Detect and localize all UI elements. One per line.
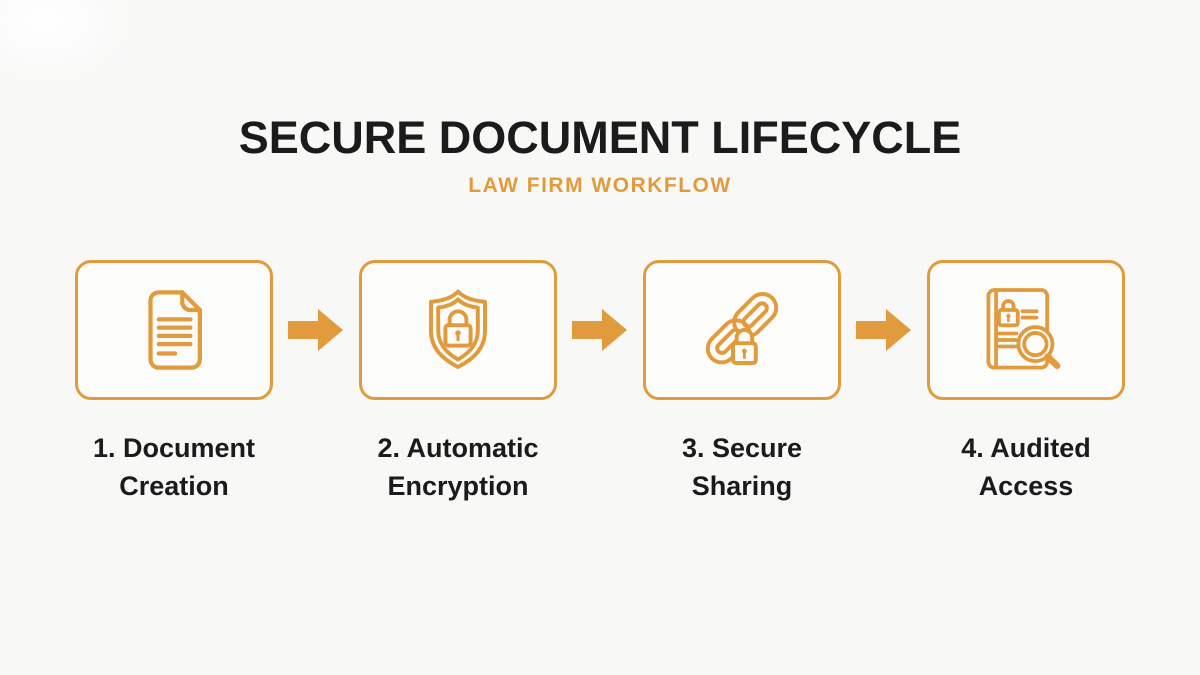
arrow-right-icon: [572, 306, 628, 354]
arrow-right-icon: [288, 306, 344, 354]
page-subtitle: LAW FIRM WORKFLOW: [468, 174, 732, 197]
step-label: 4. Audited Access: [961, 433, 1091, 501]
step-label: 3. Secure Sharing: [681, 433, 803, 501]
arrow-right-icon: [856, 306, 912, 354]
step-secure-sharing: 3. Secure Sharing: [643, 260, 841, 506]
document-audit-icon: [979, 283, 1073, 377]
step-box: [75, 260, 273, 400]
page-title: SECURE DOCUMENT LIFECYCLE: [238, 112, 962, 163]
shield-lock-icon: [410, 282, 506, 378]
header: SECURE DOCUMENT LIFECYCLE LAW FIRM WORKF…: [0, 0, 1200, 198]
step-document-creation: 1. Document Creation: [75, 260, 273, 506]
workflow-diagram: 1. Document Creation: [0, 260, 1200, 506]
step-label: 1. Document Creation: [92, 433, 256, 501]
step-automatic-encryption: 2. Automatic Encryption: [359, 260, 557, 506]
step-audited-access: 4. Audited Access: [927, 260, 1125, 506]
step-box: [927, 260, 1125, 400]
step-box: [359, 260, 557, 400]
document-icon: [127, 283, 221, 377]
chain-lock-icon: [694, 282, 790, 378]
step-label: 2. Automatic Encryption: [377, 433, 539, 501]
step-box: [643, 260, 841, 400]
